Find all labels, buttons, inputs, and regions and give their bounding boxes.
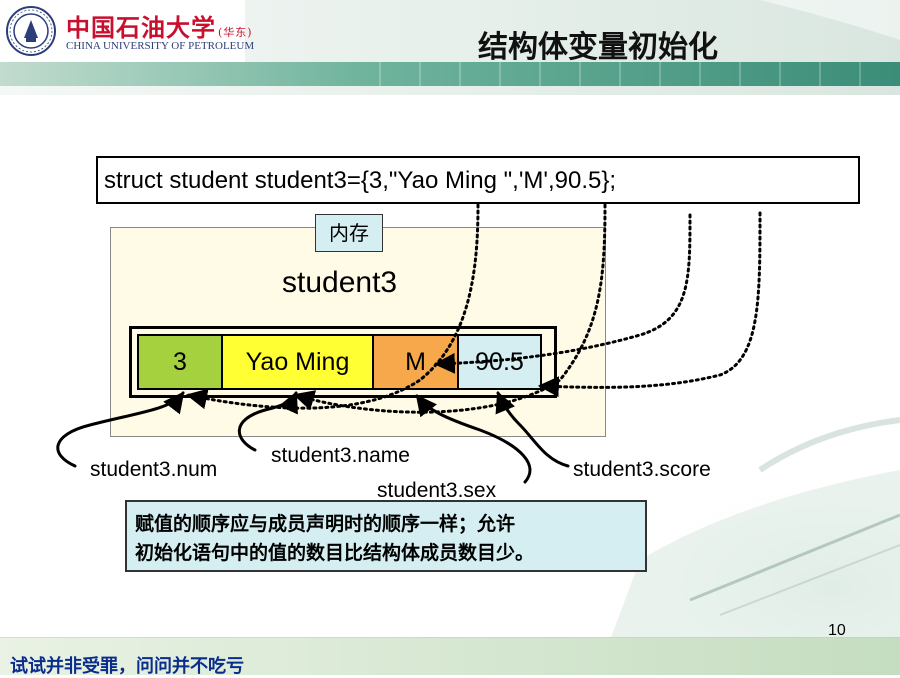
memory-cell-score: 90.5 — [457, 334, 542, 390]
university-campus-tag: (华东) — [218, 26, 253, 39]
footer-bar — [0, 637, 900, 675]
memory-label: 内存 — [315, 214, 383, 252]
note-line-2: 初始化语句中的值的数目比结构体成员数目少。 — [135, 542, 535, 564]
memory-cell-sex: M — [372, 334, 459, 390]
code-statement-box — [96, 156, 860, 204]
member-label-name: student3.name — [271, 444, 410, 467]
university-seal-logo — [6, 6, 56, 56]
code-statement: struct student student3={3,"Yao Ming ",'… — [104, 167, 617, 194]
note-line-1: 赋值的顺序应与成员声明时的顺序一样；允许 — [135, 513, 516, 535]
member-label-num: student3.num — [90, 458, 218, 481]
struct-variable-name: student3 — [282, 266, 398, 299]
university-name-cn: 中国石油大学(华东) — [66, 8, 253, 43]
memory-cell-num: 3 — [137, 334, 223, 390]
footer-motto: 试试并非受罪，问问并不吃亏 — [10, 656, 244, 677]
page-number: 10 — [828, 622, 846, 639]
memory-cell-name: Yao Ming — [221, 334, 374, 390]
member-label-sex: student3.sex — [377, 479, 497, 502]
university-name-en: CHINA UNIVERSITY OF PETROLEUM — [66, 40, 255, 52]
university-name-cn-text: 中国石油大学 — [66, 13, 216, 42]
note-box: 赋值的顺序应与成员声明时的顺序一样；允许 初始化语句中的值的数目比结构体成员数目… — [125, 500, 647, 572]
header-banner — [0, 0, 900, 95]
member-label-score: student3.score — [573, 458, 711, 481]
slide-title: 结构体变量初始化 — [478, 30, 718, 65]
